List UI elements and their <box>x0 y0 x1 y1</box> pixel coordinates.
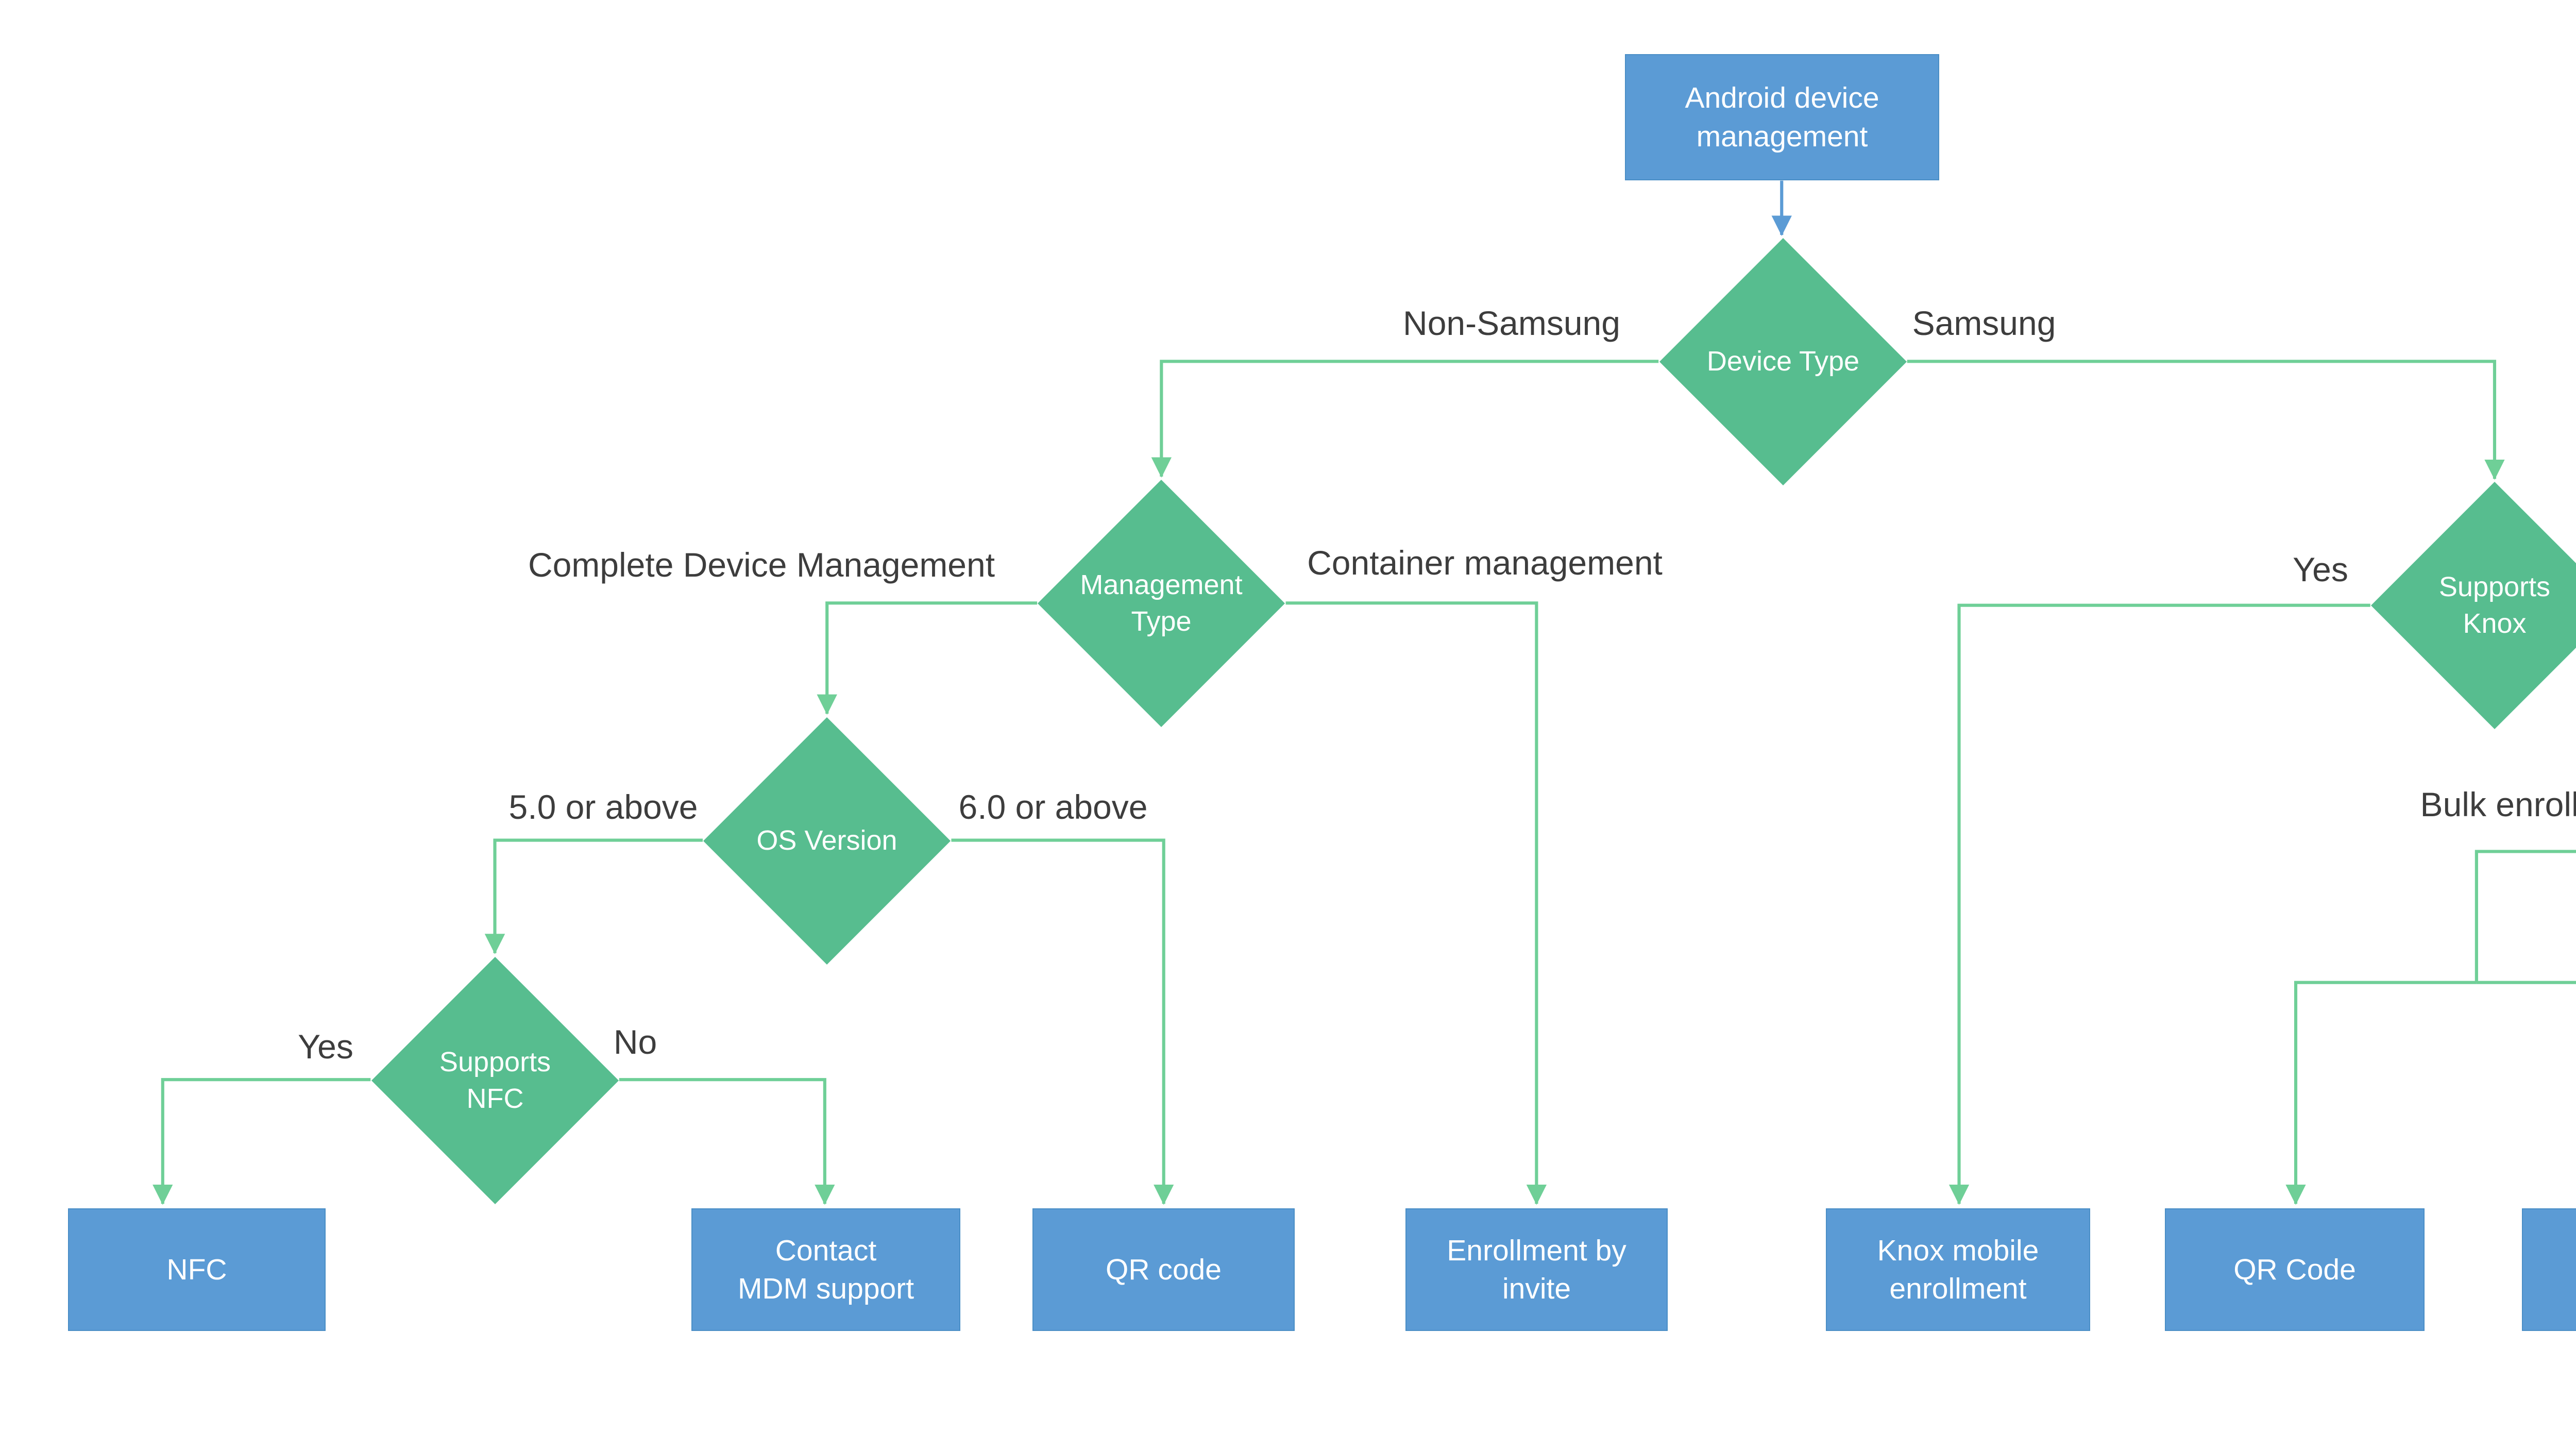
edge-os-version-to-qr-code <box>951 838 1174 1205</box>
edge-supports-nfc-to-contact-mdm <box>619 1078 835 1205</box>
edge-supports-knox-to-knox-mobile <box>1948 603 2370 1205</box>
edge-label-supports-nfc-no: No <box>613 1023 657 1061</box>
edge-label-supports-nfc-yes: Yes <box>298 1027 353 1066</box>
edge-label-complete-device-management: Complete Device Management <box>528 546 995 584</box>
edge-label-bulk-enrollment: Bulk enrollment <box>2420 785 2576 823</box>
edge-label-os-6-or-above: 6.0 or above <box>958 788 1148 826</box>
edge-bulk-to-nfc <box>2476 981 2576 984</box>
outcome-contact-mdm-support: Contact MDM support <box>691 1208 960 1331</box>
edge-device-type-to-management-type <box>1151 360 1659 478</box>
edge-label-supports-knox-yes: Yes <box>2293 550 2348 588</box>
edge-management-type-to-enrollment-by-invite <box>1285 601 1547 1205</box>
outcome-qr-code-knox: QR Code <box>2165 1208 2425 1331</box>
edge-os-version-to-supports-nfc <box>484 838 703 954</box>
edge-label-os-5-or-above: 5.0 or above <box>509 788 698 826</box>
edge-supports-nfc-to-nfc <box>152 1078 371 1205</box>
root-node-android-device-management: Android device management <box>1625 54 1939 180</box>
outcome-nfc: NFC <box>68 1208 326 1331</box>
edge-label-samsung: Samsung <box>1912 304 2056 342</box>
edge-device-type-to-supports-knox <box>1907 360 2505 480</box>
edge-label-container-management: Container management <box>1307 544 1663 582</box>
edge-enrollment-type-bulk-stem <box>2475 850 2576 983</box>
edge-bulk-to-qr-code <box>2285 981 2477 1205</box>
edge-label-non-samsung: Non-Samsung <box>1403 304 1620 342</box>
outcome-nfc-knox: NFC <box>2522 1208 2576 1331</box>
outcome-enrollment-by-invite: Enrollment by invite <box>1405 1208 1668 1331</box>
outcome-qr-code: QR code <box>1032 1208 1295 1331</box>
edge-management-type-to-os-version <box>817 601 1038 715</box>
outcome-knox-mobile-enrollment: Knox mobile enrollment <box>1826 1208 2090 1331</box>
